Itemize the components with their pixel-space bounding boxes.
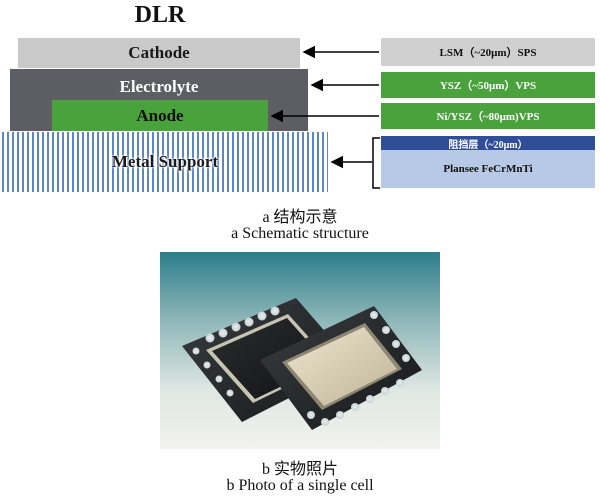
cell-right	[260, 306, 422, 430]
ysz-label-text: YSZ（~50μm）VPS	[439, 80, 537, 92]
electrolyte-label: Electrolyte	[119, 77, 199, 96]
metal-support-layer: Metal Support	[2, 132, 328, 192]
plansee-label-box: Plansee FeCrMnTi	[381, 150, 595, 188]
cathode-layer: Cathode	[18, 38, 300, 68]
caption-a-english: a Schematic structure	[231, 225, 369, 242]
caption-b-english: b Photo of a single cell	[226, 477, 374, 494]
arrow-connectors	[270, 45, 380, 189]
ni-ysz-label-box: Ni/YSZ（~80μm)VPS	[381, 103, 595, 129]
barrier-layer-label-box: 阻挡层（~20μm）	[381, 136, 595, 151]
ysz-label-box: YSZ（~50μm）VPS	[381, 72, 595, 98]
metal-support-bracket	[372, 137, 380, 189]
anode-layer: Anode	[52, 100, 268, 131]
lsm-label-box: LSM（~20μm）SPS	[381, 38, 595, 66]
ni-ysz-label-text: Ni/YSZ（~80μm)VPS	[436, 111, 540, 123]
plansee-label-text: Plansee FeCrMnTi	[443, 163, 533, 175]
single-cell-photo	[160, 252, 440, 449]
lsm-label-text: LSM（~20μm）SPS	[439, 47, 537, 59]
caption-a-chinese: a 结构示意	[262, 209, 338, 226]
metal-support-label: Metal Support	[111, 152, 219, 171]
cathode-label: Cathode	[128, 43, 190, 62]
barrier-layer-label-text: 阻挡层（~20μm）	[448, 139, 528, 151]
caption-b-chinese: b 实物照片	[261, 461, 338, 478]
diagram-title: DLR	[134, 2, 186, 28]
anode-label: Anode	[136, 105, 184, 125]
